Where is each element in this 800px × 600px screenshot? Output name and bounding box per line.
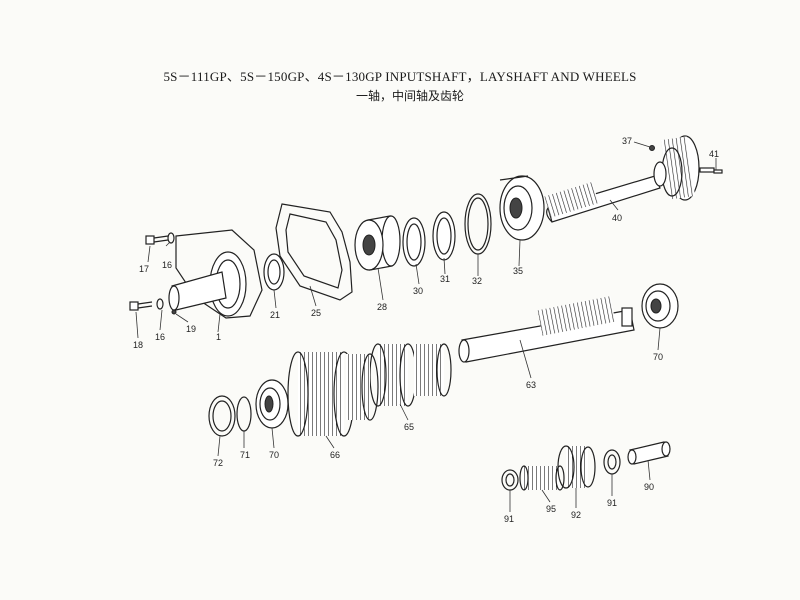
label-70-upper: 70 <box>653 352 663 362</box>
label-31: 31 <box>440 274 450 284</box>
label-41: 41 <box>709 149 719 159</box>
diagram-subtitle: 一轴，中间轴及齿轮 <box>355 89 464 103</box>
label-91-left: 91 <box>504 514 514 524</box>
label-30: 30 <box>413 286 423 296</box>
input-shaft-40 <box>544 135 715 223</box>
diagram-title: 5S－111GP、5S－150GP、4S－130GP INPUTSHAFT，LA… <box>163 69 637 84</box>
label-19: 19 <box>186 324 196 334</box>
hub-28 <box>354 215 401 271</box>
label-40: 40 <box>612 213 622 223</box>
bearing-95 <box>519 465 565 491</box>
gear-66 <box>287 351 379 437</box>
label-32: 32 <box>472 276 482 286</box>
screw-17 <box>145 232 175 245</box>
ring-71 <box>236 396 252 432</box>
bearing-70-upper <box>641 283 679 329</box>
label-90: 90 <box>644 482 654 492</box>
label-18: 18 <box>133 340 143 350</box>
label-91-right: 91 <box>607 498 617 508</box>
label-25: 25 <box>311 308 321 318</box>
label-66: 66 <box>330 450 340 460</box>
label-35: 35 <box>513 266 523 276</box>
label-28: 28 <box>377 302 387 312</box>
ring-72 <box>208 395 236 437</box>
label-37: 37 <box>622 136 632 146</box>
label-71: 71 <box>240 450 250 460</box>
ring-32 <box>464 193 492 255</box>
label-65: 65 <box>404 422 414 432</box>
layshaft-63 <box>458 296 635 363</box>
bearing-cover-1 <box>168 229 263 319</box>
leader-lines <box>135 141 717 512</box>
label-16-lower: 16 <box>155 332 165 342</box>
label-17: 17 <box>139 264 149 274</box>
washer-91-left <box>501 469 519 491</box>
label-63: 63 <box>526 380 536 390</box>
shaft-90 <box>627 441 671 465</box>
bearing-70-lower <box>255 379 289 429</box>
label-92: 92 <box>571 510 581 520</box>
ring-31 <box>432 211 456 261</box>
ring-30 <box>402 217 426 267</box>
gasket-25 <box>275 203 353 301</box>
gear-65 <box>369 343 452 407</box>
label-70-lower: 70 <box>269 450 279 460</box>
label-1: 1 <box>216 332 221 342</box>
pin-19 <box>171 309 177 315</box>
bearing-35 <box>499 175 545 241</box>
label-16-upper: 16 <box>162 260 172 270</box>
washer-91-right <box>603 449 621 475</box>
screw-18 <box>129 298 164 311</box>
gear-92 <box>557 445 596 489</box>
label-72: 72 <box>213 458 223 468</box>
label-21: 21 <box>270 310 280 320</box>
label-95: 95 <box>546 504 556 514</box>
